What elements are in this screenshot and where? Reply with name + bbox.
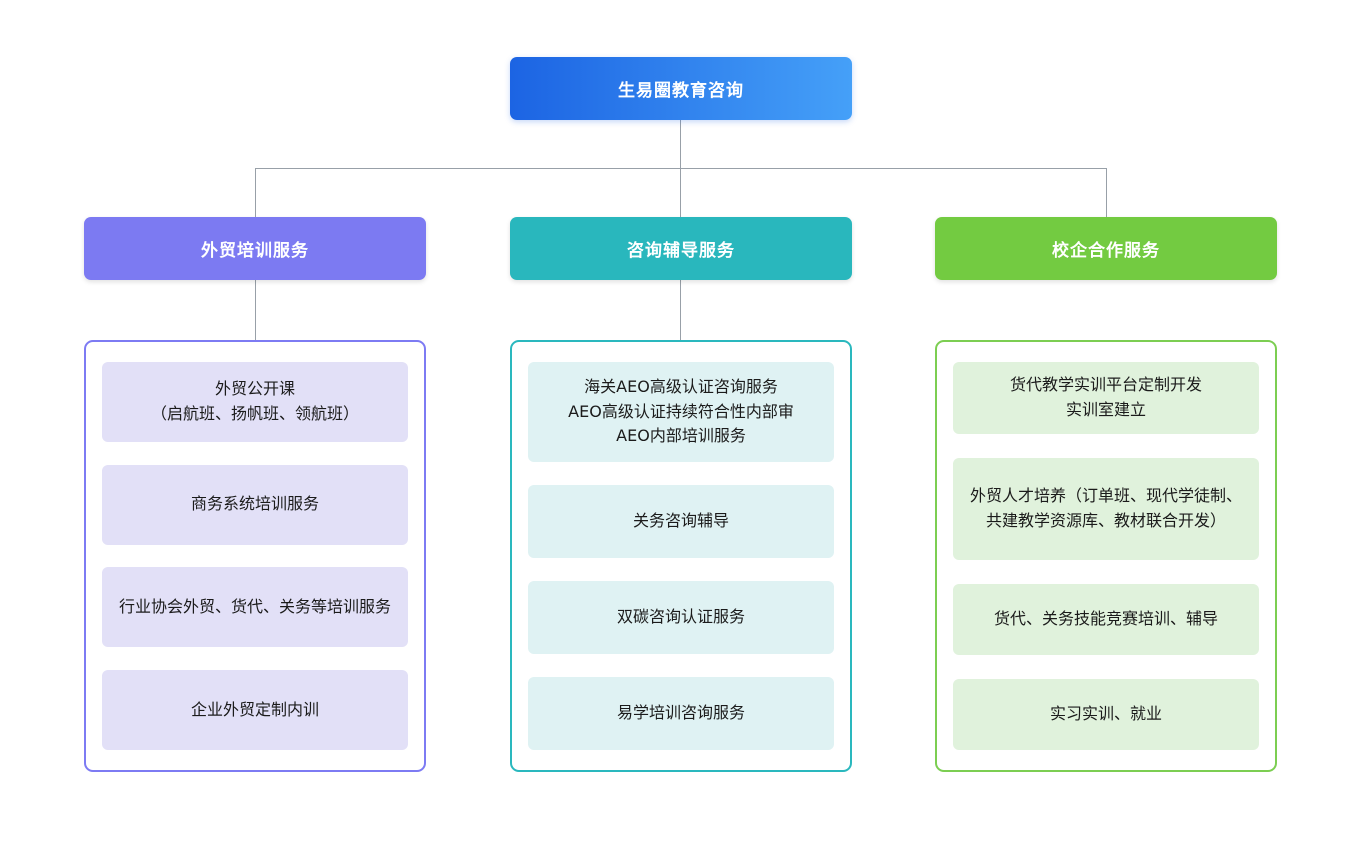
connector-branch1-container-drop (255, 280, 256, 340)
branch-container: 海关AEO高级认证咨询服务 AEO高级认证持续符合性内部审 AEO内部培训服务 … (510, 340, 852, 772)
leaf-node: 双碳咨询认证服务 (528, 581, 834, 654)
connector-branch2-container-drop (680, 280, 681, 340)
branch-header: 咨询辅导服务 (510, 217, 852, 280)
root-node: 生易圈教育咨询 (510, 57, 852, 120)
leaf-node: 货代、关务技能竞赛培训、辅导 (953, 584, 1259, 655)
leaf-node: 易学培训咨询服务 (528, 677, 834, 750)
leaf-node: 企业外贸定制内训 (102, 669, 408, 750)
branch-container: 外贸公开课 （启航班、扬帆班、领航班） 商务系统培训服务 行业协会外贸、货代、关… (84, 340, 426, 772)
leaf-node: 货代教学实训平台定制开发 实训室建立 (953, 362, 1259, 434)
branch-school-enterprise-cooperation: 校企合作服务 货代教学实训平台定制开发 实训室建立 外贸人才培养（订单班、现代学… (935, 217, 1277, 772)
branch-container: 货代教学实训平台定制开发 实训室建立 外贸人才培养（订单班、现代学徒制、共建教学… (935, 340, 1277, 772)
connector-branch2-drop (680, 168, 681, 217)
connector-branch3-drop (1106, 168, 1107, 217)
branch-header: 外贸培训服务 (84, 217, 426, 280)
leaf-node: 行业协会外贸、货代、关务等培训服务 (102, 567, 408, 648)
leaf-node: 商务系统培训服务 (102, 464, 408, 545)
leaf-node: 外贸公开课 （启航班、扬帆班、领航班） (102, 362, 408, 442)
connector-root-drop (680, 120, 681, 168)
leaf-node: 海关AEO高级认证咨询服务 AEO高级认证持续符合性内部审 AEO内部培训服务 (528, 362, 834, 462)
leaf-node: 外贸人才培养（订单班、现代学徒制、共建教学资源库、教材联合开发） (953, 458, 1259, 560)
leaf-node: 实习实训、就业 (953, 679, 1259, 750)
branch-header: 校企合作服务 (935, 217, 1277, 280)
branch-header-label: 咨询辅导服务 (627, 241, 735, 261)
branch-header-label: 外贸培训服务 (201, 241, 309, 261)
branch-foreign-trade-training: 外贸培训服务 外贸公开课 （启航班、扬帆班、领航班） 商务系统培训服务 行业协会… (84, 217, 426, 772)
branch-header-label: 校企合作服务 (1052, 241, 1160, 261)
connector-horizontal-rail (255, 168, 1107, 169)
branch-consulting-coaching: 咨询辅导服务 海关AEO高级认证咨询服务 AEO高级认证持续符合性内部审 AEO… (510, 217, 852, 772)
leaf-node: 关务咨询辅导 (528, 485, 834, 558)
root-node-label: 生易圈教育咨询 (618, 81, 744, 101)
connector-branch1-drop (255, 168, 256, 217)
